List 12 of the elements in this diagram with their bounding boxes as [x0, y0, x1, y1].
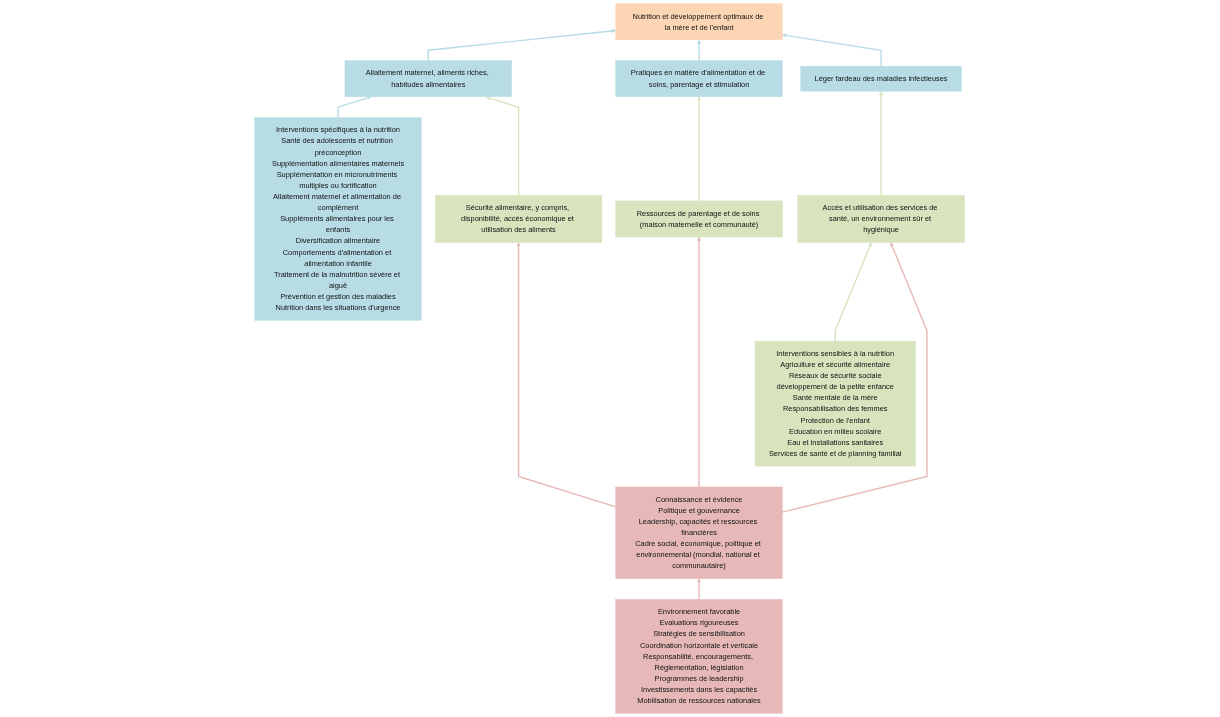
- arrow: [485, 95, 520, 197]
- arrow: [516, 242, 617, 508]
- arrow: [697, 39, 702, 62]
- arrow: [337, 95, 372, 119]
- arrow: [879, 91, 884, 197]
- arrow: [697, 96, 702, 202]
- arrow: [428, 28, 617, 62]
- arrow: [782, 242, 929, 513]
- arrow: [697, 236, 702, 488]
- arrow: [782, 33, 883, 67]
- arrow: [834, 242, 873, 342]
- arrow: [697, 578, 702, 601]
